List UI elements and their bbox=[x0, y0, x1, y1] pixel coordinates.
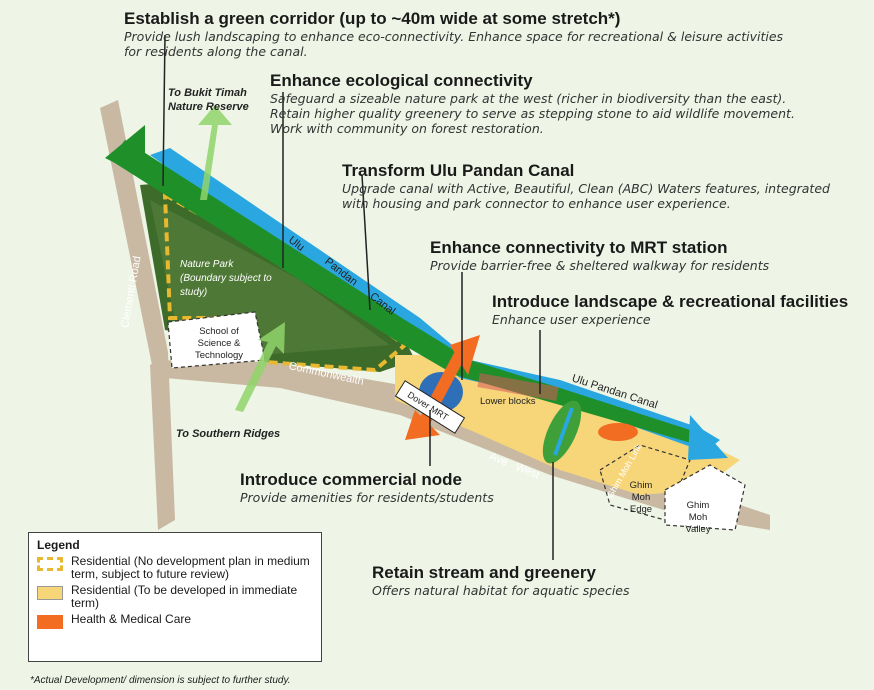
leader-green-corridor bbox=[162, 34, 166, 187]
callout-stream: Retain stream and greenery Offers natura… bbox=[372, 563, 712, 598]
callout-title: Establish a green corridor (up to ~40m w… bbox=[124, 9, 621, 28]
health-care-oval bbox=[598, 423, 638, 441]
callout-title: Enhance ecological connectivity bbox=[270, 71, 533, 90]
label-bukit-timah: To Bukit Timah Nature Reserve bbox=[168, 87, 249, 113]
road-south bbox=[150, 352, 175, 530]
callout-desc: Upgrade canal with Active, Beautiful, Cl… bbox=[342, 181, 830, 211]
dover-mrt-box bbox=[394, 380, 466, 434]
callout-title: Retain stream and greenery bbox=[372, 563, 596, 582]
ghim-moh-edge-zone bbox=[599, 444, 691, 521]
label-nature-park: Nature Park (Boundary subject to study) bbox=[180, 259, 272, 298]
callout-green-corridor: Establish a green corridor (up to ~40m w… bbox=[124, 9, 804, 59]
callout-landscape: Introduce landscape & recreational facil… bbox=[492, 292, 872, 327]
lower-blocks-hatch bbox=[477, 373, 559, 401]
canal-arrow-east bbox=[688, 415, 728, 460]
callout-desc: Provide amenities for residents/students bbox=[240, 490, 494, 505]
callout-title: Introduce commercial node bbox=[240, 470, 462, 489]
nature-park-texture bbox=[150, 200, 390, 355]
legend-item: Health & Medical Care bbox=[37, 613, 313, 629]
stream-line bbox=[553, 407, 574, 456]
label-southern-ridges: To Southern Ridges bbox=[176, 428, 281, 440]
callout-desc: Offers natural habitat for aquatic speci… bbox=[372, 583, 630, 598]
callout-title: Introduce landscape & recreational facil… bbox=[492, 292, 849, 311]
legend-swatch-health bbox=[37, 615, 63, 629]
callout-ecological: Enhance ecological connectivity Safeguar… bbox=[270, 71, 830, 136]
commonwealth-ave-road bbox=[152, 360, 770, 530]
clementi-road bbox=[100, 100, 168, 365]
legend-title: Legend bbox=[37, 538, 80, 552]
legend-label: Health & Medical Care bbox=[71, 612, 192, 626]
footnote: *Actual Development/ dimension is subjec… bbox=[30, 675, 291, 686]
callout-title: Enhance connectivity to MRT station bbox=[430, 238, 728, 257]
callout-desc: Provide barrier-free & sheltered walkway… bbox=[430, 258, 770, 273]
legend: Legend Residential (No development plan … bbox=[28, 532, 322, 662]
label-ghim-moh-edge: Ghim Moh Edge bbox=[629, 480, 653, 515]
mrt-arrow-bottom bbox=[405, 410, 440, 440]
callout-desc: Safeguard a sizeable nature park at the … bbox=[270, 91, 795, 136]
callout-title: Transform Ulu Pandan Canal bbox=[342, 161, 575, 180]
legend-item: Residential (No development plan in medi… bbox=[37, 555, 313, 581]
legend-label: Residential (No development plan in medi… bbox=[71, 554, 310, 581]
leader-canal bbox=[361, 174, 371, 311]
callout-desc: Provide lush landscaping to enhance eco-… bbox=[124, 29, 784, 59]
green-corridor bbox=[110, 140, 705, 447]
mrt-arrow-top bbox=[450, 335, 480, 375]
callout-desc: Enhance user experience bbox=[492, 312, 651, 327]
ghim-moh-valley-zone bbox=[664, 464, 746, 531]
legend-item: Residential (To be developed in immediat… bbox=[37, 584, 313, 610]
bukit-timah-arrow bbox=[198, 105, 232, 200]
label-school: School of Science & Technology bbox=[194, 326, 244, 361]
callout-canal: Transform Ulu Pandan Canal Upgrade canal… bbox=[342, 161, 852, 211]
label-ghim-moh-valley: Ghim Moh Valley bbox=[685, 500, 711, 535]
legend-swatch-dashed bbox=[37, 557, 63, 571]
corridor-arrow-west bbox=[105, 125, 145, 178]
southern-ridges-arrow bbox=[235, 322, 285, 412]
callout-mrt: Enhance connectivity to MRT station Prov… bbox=[430, 238, 850, 273]
label-lower-blocks: Lower blocks bbox=[480, 396, 536, 407]
legend-label: Residential (To be developed in immediat… bbox=[71, 583, 298, 610]
callout-commercial: Introduce commercial node Provide amenit… bbox=[240, 470, 580, 505]
legend-swatch-residential bbox=[37, 586, 63, 600]
